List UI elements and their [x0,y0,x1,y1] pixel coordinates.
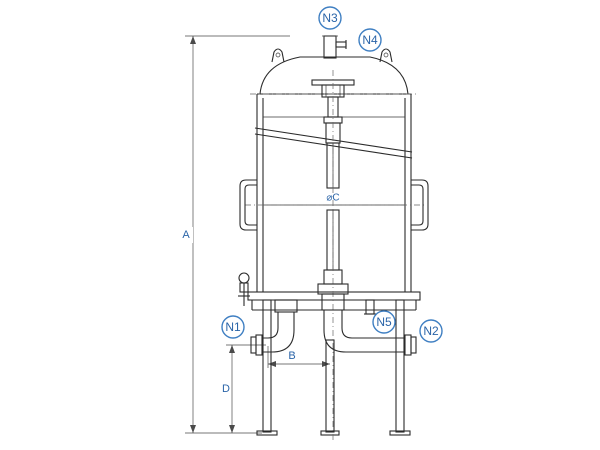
center-mark: ⌀C [326,193,339,204]
callout-n5-label: N5 [376,315,392,329]
callout-n3-label: N3 [322,11,338,25]
drain-nozzle [364,299,376,315]
top-nozzle [322,35,347,59]
callout-n4: N4 [358,28,382,52]
callout-n2: N2 [419,319,443,343]
callout-n5: N5 [372,310,396,334]
dimension-a: A [181,35,290,434]
lifting-lugs [271,48,393,63]
dimension-d: D [222,344,266,433]
dimension-b: B [267,346,330,368]
support-legs [256,299,411,436]
callout-n3: N3 [318,6,342,30]
dimension-b-label: B [288,350,295,362]
dimension-d-label: D [222,383,230,395]
dimension-a-label: A [182,229,190,241]
callout-n1: N1 [221,315,245,339]
callout-n2-label: N2 [423,324,439,338]
central-riser [311,70,355,440]
inlet-pipe [250,299,298,356]
outlet-pipe [317,283,417,356]
callout-n4-label: N4 [362,33,378,47]
callout-n1-label: N1 [225,320,241,334]
side-handles [239,179,429,231]
pressure-gauge [238,272,250,306]
vessel-shell [245,56,425,311]
